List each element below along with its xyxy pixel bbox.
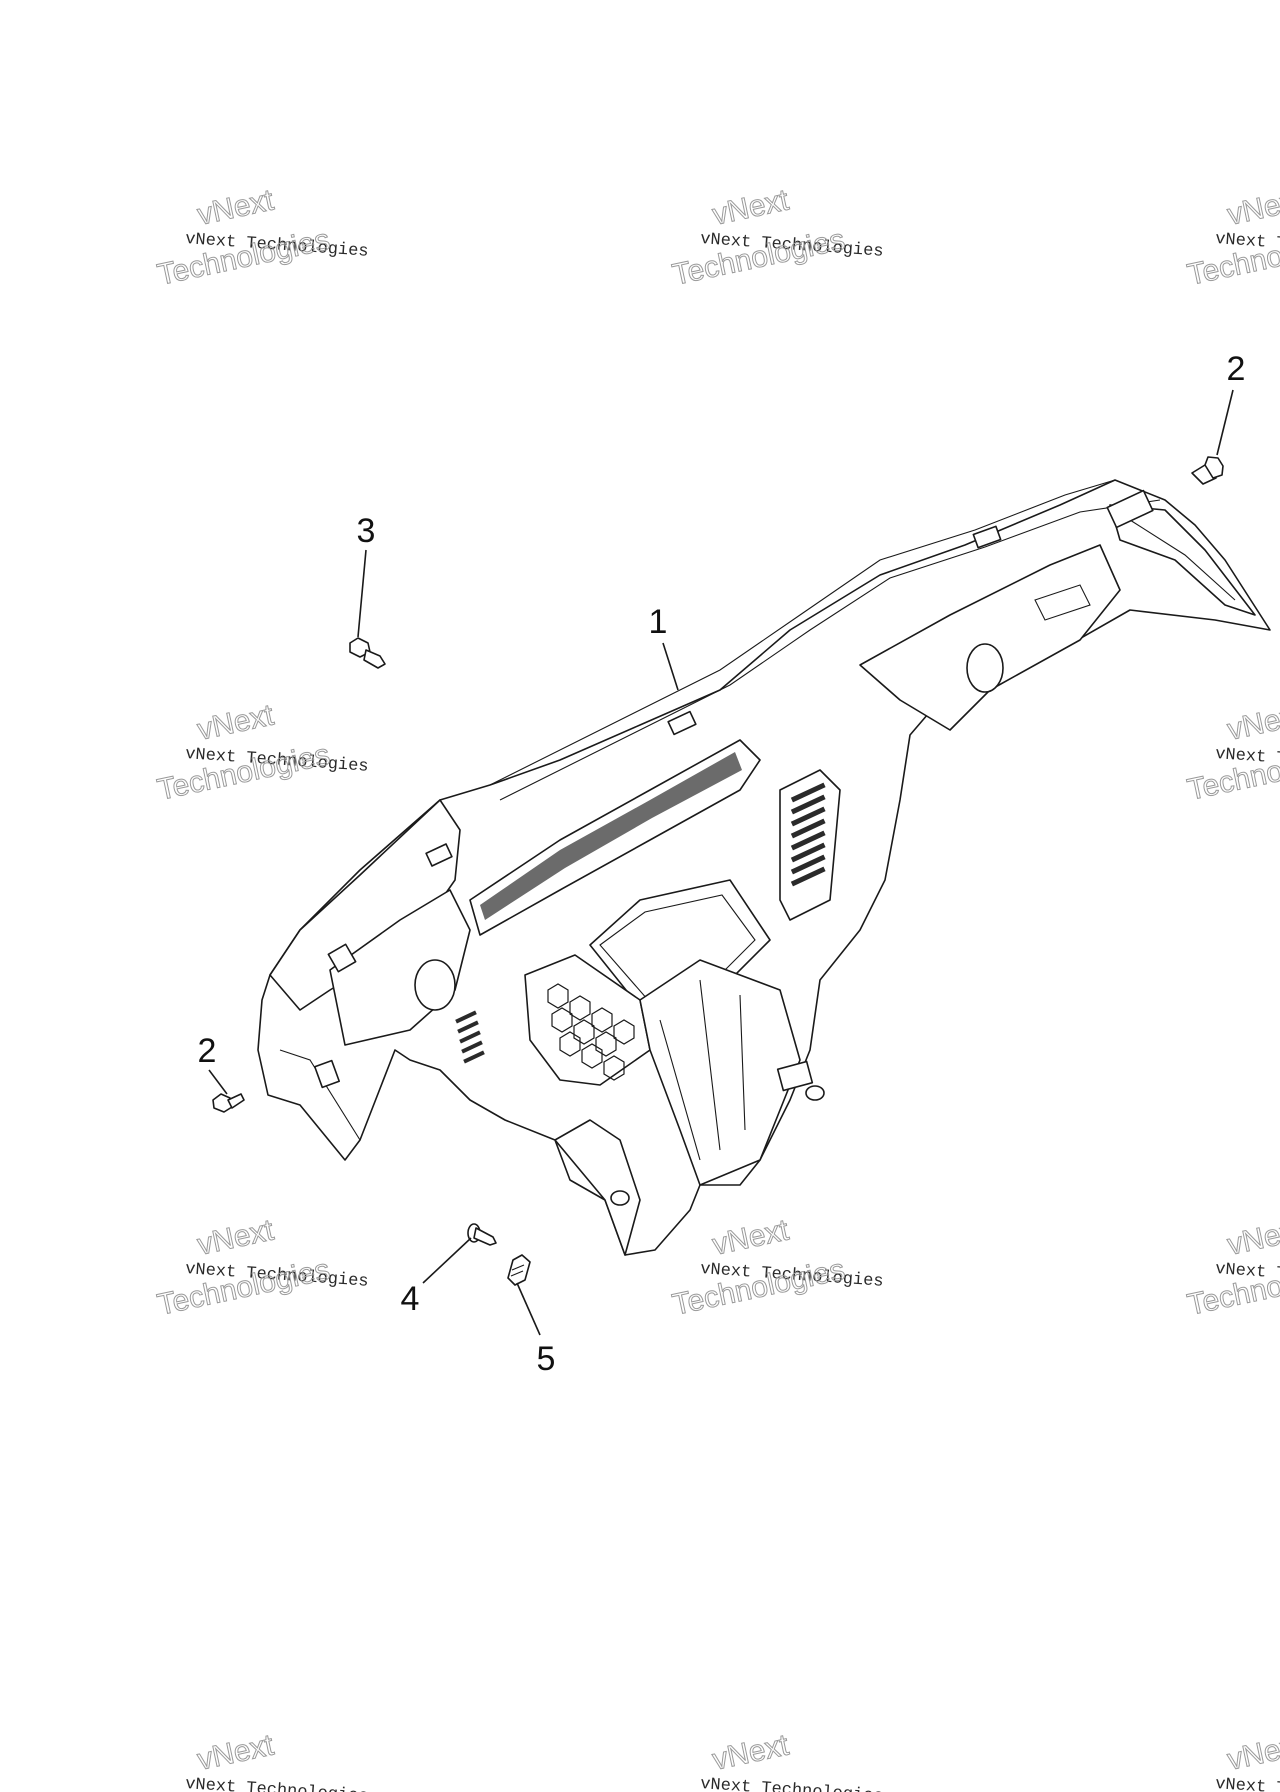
callout-3: 3 [357,512,376,638]
leader-line-2-lower [208,1069,228,1095]
watermark-vnext: vNext [710,1728,793,1776]
watermark-vnext: vNext [710,183,793,231]
callout-label-5: 5 [537,1340,556,1378]
top-mount-tab-center [667,710,697,736]
lower-grille-honeycomb [547,983,635,1081]
watermark-vnext: vNext [195,183,278,231]
right-upper-block [1106,489,1154,529]
bumper-right-panel [859,544,1121,731]
bumper-left-end [269,799,461,1011]
callout-label-4: 4 [401,1280,420,1318]
callout-2-lower: 2 [198,1032,228,1095]
fastener-part-5 [507,1254,531,1286]
watermark: vNext vNext Technologies Technologies [154,698,369,807]
upper-grille-mesh [480,752,742,920]
lower-center-tab [554,1119,641,1256]
watermark-text: vNext Technologies [700,1775,885,1792]
watermark-vnext: vNext [1225,183,1280,231]
bumper-left-lower-mount [313,1059,341,1089]
bumper-top-rail [489,479,1116,786]
bumper-left-mount [327,943,357,973]
callout-label-2-upper: 2 [1227,350,1246,388]
watermark-vnext: vNext [1225,1728,1280,1776]
watermark: vNext vNext Technologies [185,1728,370,1792]
callout-label-2-lower: 2 [198,1032,217,1070]
bumper-right-slot [1034,584,1091,621]
fastener-part-2-lower [212,1093,245,1113]
left-vent-louvres [455,1010,485,1064]
watermark-vnext: vNext [1225,1213,1280,1261]
watermark-vnext: vNext [710,1213,793,1261]
leader-line-1 [662,642,679,691]
lower-grille-frame [524,954,651,1086]
bumper-right-wing-detail [1129,519,1236,601]
lower-chin [639,959,801,1186]
watermark: vNext vNext Technologies Technologies [154,1213,369,1322]
top-mount-tab-right [972,525,1002,549]
callout-1: 1 [649,603,679,691]
callout-5: 5 [516,1282,556,1378]
watermark: vNext vNext Technologies [700,1728,885,1792]
fastener-part-4 [467,1223,497,1246]
bumper-top-rail-inner [499,499,1161,801]
callout-2-upper: 2 [1216,350,1246,456]
watermark: vNext vNext Technologies [1215,1728,1280,1792]
right-lower-block [776,1060,814,1092]
watermark-vnext: vNext [1225,698,1280,746]
fastener-part-2-upper [1191,456,1224,485]
bumper-right-wing [1109,504,1256,616]
watermark-vnext: vNext [195,698,278,746]
watermark-text: vNext Technologies [185,1775,370,1792]
watermark-text: vNext Technologies [1215,1775,1280,1792]
bumper-left-flap [279,1049,361,1141]
watermark-vnext: vNext [195,1728,278,1776]
leader-line-3 [357,549,367,638]
leader-line-2-upper [1216,389,1234,456]
watermark: vNext vNext Technologies Technologies [1184,1213,1280,1322]
callout-4: 4 [401,1237,472,1318]
bumper-right-hole [966,643,1004,693]
leader-line-5 [516,1282,541,1336]
bumper-left-hole [414,959,456,1011]
lower-chin-ribs [659,979,746,1161]
watermark: vNext vNext Technologies Technologies [669,183,884,292]
bumper-part-1 [257,479,1271,1256]
watermark: vNext vNext Technologies Technologies [154,183,369,292]
watermark: vNext vNext Technologies Technologies [1184,183,1280,292]
callout-label-1: 1 [649,603,668,641]
leader-line-4 [422,1237,472,1284]
top-mount-tab-left [425,843,453,867]
watermark: vNext vNext Technologies Technologies [669,1213,884,1322]
right-vent-louvres [790,782,826,887]
watermark: vNext vNext Technologies Technologies [1184,698,1280,807]
callout-label-3: 3 [357,512,376,550]
lower-center-stud [610,1190,630,1206]
fastener-part-3 [349,637,386,669]
watermark-vnext: vNext [195,1213,278,1261]
right-lower-stud [805,1085,825,1101]
